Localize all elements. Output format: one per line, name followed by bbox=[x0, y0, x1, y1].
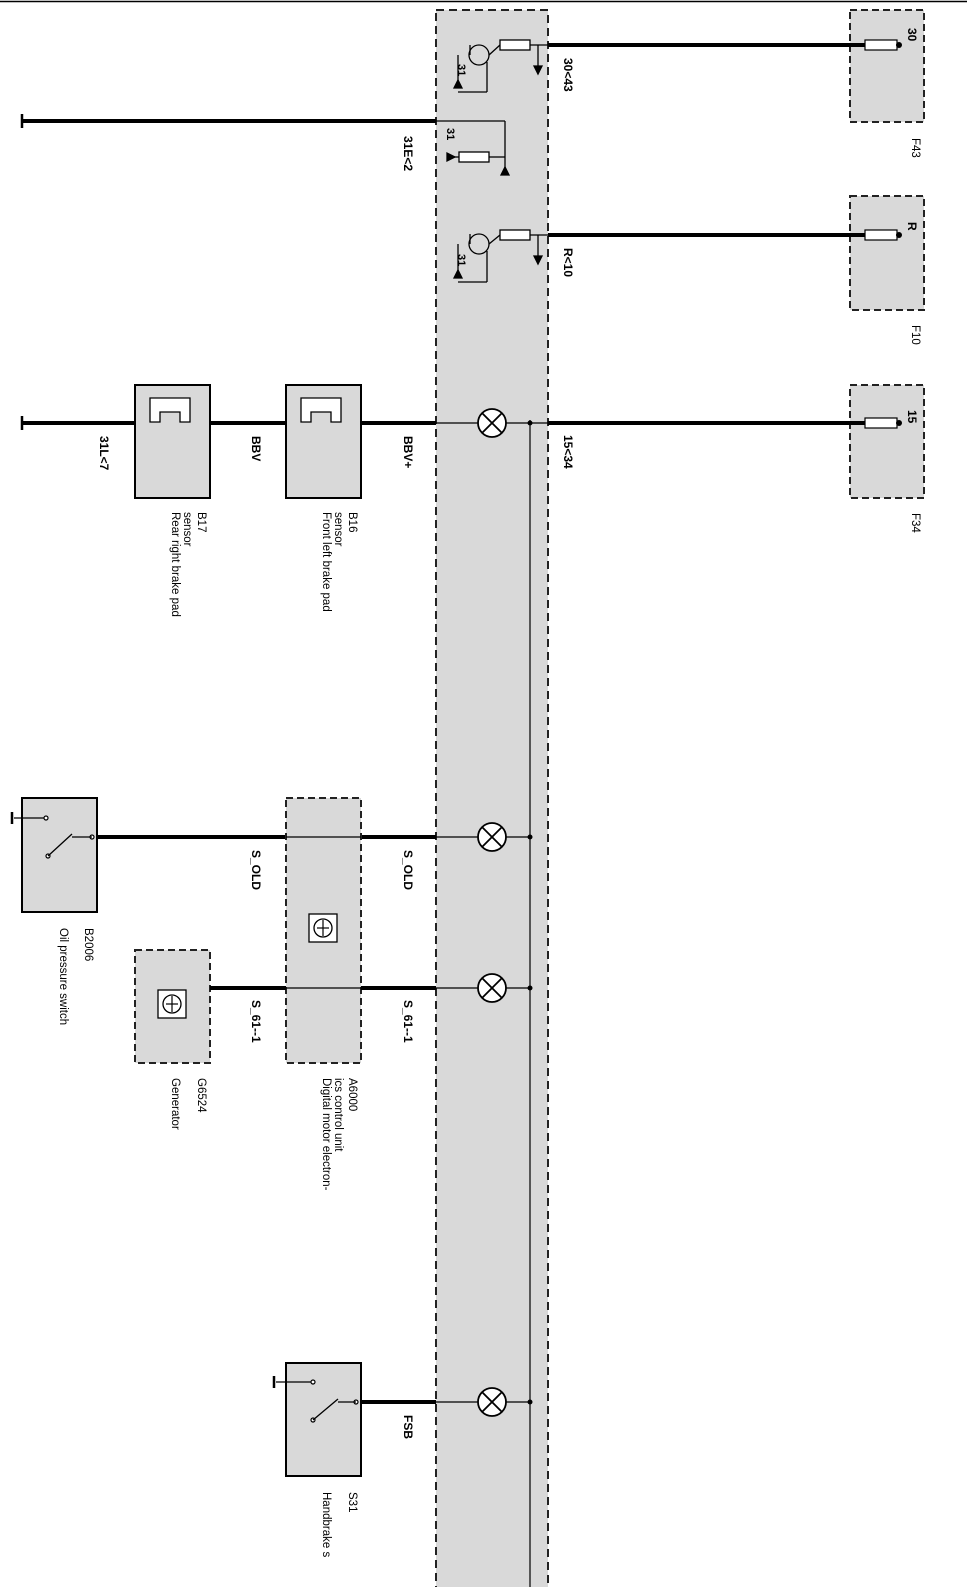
wire-label-BBV-plus: BBV+ bbox=[401, 436, 415, 468]
cluster-transistor-30 bbox=[452, 39, 548, 93]
ground-terminal-31-b: 31 bbox=[444, 128, 456, 140]
control-unit-A6000 bbox=[285, 797, 362, 1064]
lamp-handbrake bbox=[436, 1387, 533, 1417]
fuse-terminal-15: 15 bbox=[905, 410, 919, 424]
sensor-B17 bbox=[134, 384, 211, 499]
brake-pad-icon bbox=[300, 397, 342, 423]
lamp-oil-pressure bbox=[436, 822, 533, 852]
component-desc-B16: Front left brake pad sensor bbox=[320, 512, 344, 615]
cluster-resistor-31 bbox=[436, 120, 511, 176]
fuse-id-F43: F43 bbox=[909, 138, 921, 158]
component-id-B2006: B2006 bbox=[82, 928, 94, 961]
brake-pad-icon bbox=[149, 397, 191, 423]
fuse-F34 bbox=[849, 384, 925, 499]
wire-label-S-OLD-out: S_OLD bbox=[401, 850, 415, 890]
component-desc-A6000: Digital motor electron- ics control unit bbox=[320, 1078, 344, 1194]
component-desc-S31: Handbrake s bbox=[320, 1492, 332, 1557]
component-desc-B17: Rear right brake pad sensor bbox=[169, 512, 193, 620]
wire-label-S61-in: S_61--1 bbox=[249, 1000, 263, 1043]
component-id-S31: S31 bbox=[346, 1492, 358, 1512]
wire-label-30-43: 30<43 bbox=[561, 58, 575, 92]
lamp-charge bbox=[436, 973, 533, 1003]
wire-label-BBV: BBV bbox=[249, 436, 263, 461]
fuse-F10 bbox=[849, 195, 925, 311]
fuse-icon bbox=[864, 39, 898, 51]
lamp-brake-pad bbox=[436, 408, 548, 438]
ground-wire-31L bbox=[20, 416, 135, 430]
ground-terminal-31-c: 31 bbox=[455, 254, 467, 266]
fuse-id-F34: F34 bbox=[909, 513, 921, 533]
component-desc-B2006: Oil pressure switch bbox=[57, 928, 69, 1025]
sensor-B16 bbox=[285, 384, 362, 499]
ground-wire-31E bbox=[20, 114, 436, 128]
fuse-icon bbox=[864, 229, 898, 241]
component-id-B16: B16 bbox=[346, 512, 358, 532]
switch-icon bbox=[312, 1398, 339, 1421]
wire-label-FSB: FSB bbox=[401, 1415, 415, 1439]
switch-B2006 bbox=[10, 797, 98, 913]
fuse-icon bbox=[864, 417, 898, 429]
fuse-id-F10: F10 bbox=[909, 325, 921, 345]
component-id-G6524: G6524 bbox=[195, 1078, 207, 1113]
switch-S31 bbox=[272, 1362, 362, 1477]
cluster-transistor-R bbox=[452, 229, 548, 283]
generator-G6524 bbox=[134, 949, 211, 1064]
switch-icon bbox=[47, 833, 73, 857]
instrument-cluster bbox=[435, 9, 549, 1587]
component-id-B17: B17 bbox=[195, 512, 207, 532]
component-desc-G6524: Generator bbox=[169, 1078, 181, 1130]
wire-label-31L-7: 31L<7 bbox=[97, 436, 111, 471]
wire-label-S-OLD-in: S_OLD bbox=[249, 850, 263, 890]
fuse-terminal-R: R bbox=[905, 222, 919, 231]
ground-terminal-31-a: 31 bbox=[455, 64, 467, 76]
wire-label-15-34: 15<34 bbox=[561, 435, 575, 469]
fuse-terminal-30: 30 bbox=[905, 28, 919, 42]
wire-label-31E-2: 31E<2 bbox=[401, 136, 415, 171]
component-id-A6000: A6000 bbox=[346, 1078, 358, 1111]
wire-label-S61-out: S_61--1 bbox=[401, 1000, 415, 1043]
fuse-F43 bbox=[849, 9, 925, 123]
wire-label-R-10: R<10 bbox=[561, 248, 575, 277]
